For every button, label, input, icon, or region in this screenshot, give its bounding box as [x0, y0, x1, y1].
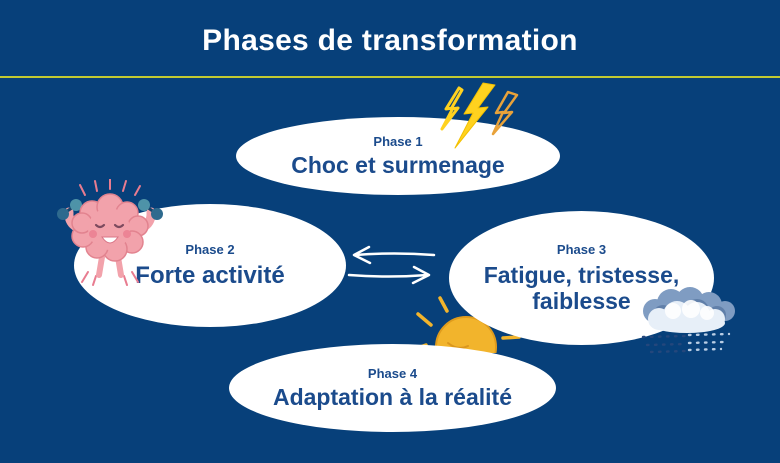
dumbbell-left: [57, 199, 82, 220]
phase-1-label: Phase 1: [373, 133, 423, 149]
dumbbell-right: [138, 199, 163, 220]
phase-2-bubble: Phase 2 Forte activité: [74, 204, 346, 327]
phase-4-label: Phase 4: [367, 365, 418, 381]
exchange-arrows-icon: [347, 245, 436, 285]
phase-4-bubble: Phase 4 Adaptation à la réalité: [229, 344, 556, 432]
brain-exercise-icon: [57, 179, 163, 286]
rain-cloud-icon: [641, 287, 735, 354]
lightning-bolts-icon: [440, 82, 519, 149]
phase-2-title: Forte activité: [135, 261, 285, 289]
title-divider-line: [0, 76, 780, 78]
phase-1-bubble: Phase 1 Choc et surmenage: [236, 117, 560, 195]
phase-2-label: Phase 2: [185, 241, 235, 257]
phase-1-title: Choc et surmenage: [291, 151, 505, 178]
page-title: Phases de transformation: [202, 24, 578, 57]
phase-4-title: Adaptation à la réalité: [272, 383, 512, 410]
phase-3-title: Fatigue, tristesse, faiblesse: [483, 261, 680, 314]
phase-3-label: Phase 3: [556, 241, 607, 257]
